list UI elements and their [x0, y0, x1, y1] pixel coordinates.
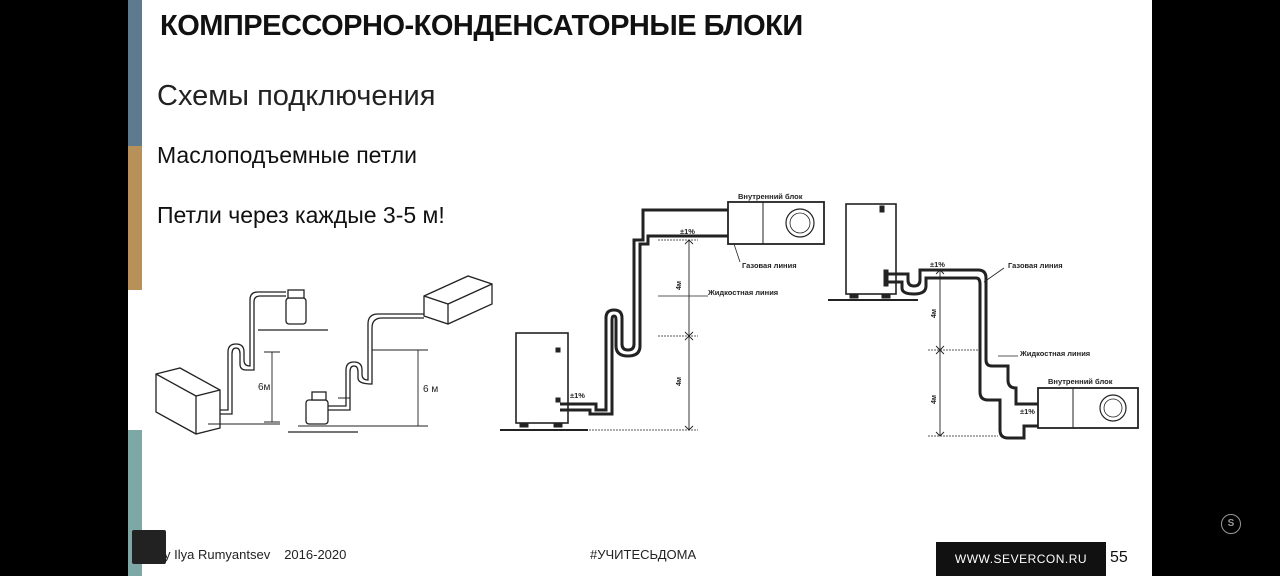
- right-dim-1: 4м: [931, 309, 938, 318]
- center-slope-bottom: ±1%: [570, 391, 585, 400]
- slide-subtitle: Схемы подключения: [157, 80, 436, 112]
- right-liquid-line: Жидкостная линия: [1019, 349, 1090, 358]
- slide-title: КОМПРЕССОРНО-КОНДЕНСАТОРНЫЕ БЛОКИ: [160, 10, 803, 42]
- diagram-center: Внутренний блок ±1% Газовая линия Жидкос…: [500, 192, 825, 431]
- page-number: 55: [1110, 549, 1128, 566]
- center-indoor-label: Внутренний блок: [738, 192, 803, 201]
- diagram-right: Внутренний блок ±1% Газовая линия Жидкос…: [828, 203, 1139, 440]
- right-indoor-label: Внутренний блок: [1048, 377, 1113, 386]
- center-liquid-line: Жидкостная линия: [707, 288, 778, 297]
- right-dim-2: 4м: [931, 395, 938, 404]
- author-name: y Ilya Rumyantsev: [164, 547, 271, 562]
- diagram-left: 6м 6 м: [142, 254, 493, 450]
- center-gas-line: Газовая линия: [742, 261, 797, 270]
- center-slope-top: ±1%: [680, 227, 695, 236]
- accent-bar-middle: [128, 146, 142, 290]
- oil-loops-heading: Маслоподъемные петли: [157, 142, 418, 168]
- slide: КОМПРЕССОРНО-КОНДЕНСАТОРНЫЕ БЛОКИ Схемы …: [128, 0, 1152, 576]
- footer-author: y Ilya Rumyantsev 2016-2020: [164, 547, 346, 562]
- center-dim-1: 4м: [676, 281, 683, 290]
- center-dim-2: 4м: [676, 377, 683, 386]
- dim-left-2: 6 м: [423, 384, 438, 395]
- connection-diagrams: 6м 6 м: [142, 192, 1139, 450]
- watermark-icon: S: [1221, 514, 1241, 534]
- right-slope-top: ±1%: [930, 260, 945, 269]
- dim-left-1: 6м: [258, 382, 271, 393]
- footer-hashtag: #УЧИТЕСЬДОМА: [590, 547, 697, 562]
- watermark-logo: S: [1206, 514, 1256, 536]
- severcon-logo: [132, 530, 166, 564]
- accent-bar-top: [128, 0, 142, 146]
- right-gas-line: Газовая линия: [1008, 261, 1063, 270]
- footer-website: WWW.SEVERCON.RU: [936, 542, 1106, 576]
- loops-note: Петли через каждые 3-5 м!: [157, 202, 445, 228]
- right-slope-bottom: ±1%: [1020, 407, 1035, 416]
- footer-year: 2016-2020: [284, 547, 347, 562]
